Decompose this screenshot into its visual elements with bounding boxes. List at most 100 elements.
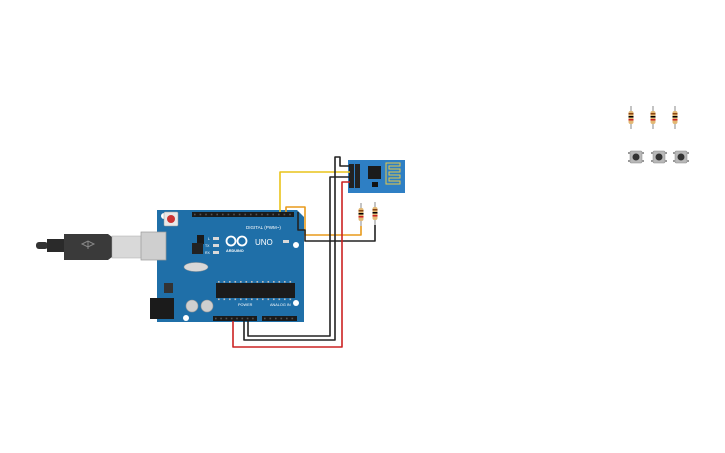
- header-pin: [215, 317, 217, 320]
- reset-button-icon: [167, 215, 175, 223]
- header-pin: [261, 213, 263, 216]
- mount-hole: [293, 242, 299, 248]
- digital-header-label: DIGITAL (PWM~): [246, 225, 281, 230]
- header-pin: [284, 298, 286, 301]
- header-pin: [264, 317, 266, 320]
- mount-hole: [293, 300, 299, 306]
- parts-bin-resistor[interactable]: [628, 106, 634, 129]
- icsp-header: [197, 235, 204, 244]
- header-pin: [210, 213, 213, 216]
- header-pin: [241, 317, 244, 320]
- header-pin: [267, 298, 270, 301]
- header-pin: [238, 213, 241, 216]
- mount-hole: [183, 315, 189, 321]
- header-pin: [267, 281, 270, 283]
- header-pin: [280, 317, 283, 320]
- header-pin: [251, 281, 253, 283]
- status-leds: L TX RX: [205, 237, 219, 255]
- header-pin: [262, 281, 264, 283]
- header-pin: [240, 281, 242, 283]
- header-pin: [230, 317, 233, 320]
- header-pin: [269, 317, 272, 320]
- header-pin: [262, 298, 264, 301]
- header-pin: [234, 298, 237, 301]
- header-pin: [250, 213, 252, 216]
- voltage-regulator: [164, 283, 173, 293]
- header-pin: [256, 281, 259, 283]
- header-pin: [251, 298, 253, 301]
- header-pin: [233, 213, 235, 216]
- arduino-logo: UNO ARDUINO: [225, 235, 273, 253]
- header-pin: [289, 298, 292, 301]
- header-pin: [286, 317, 288, 320]
- header-pin: [218, 298, 220, 301]
- led-label-l: L: [208, 237, 210, 241]
- header-pin: [246, 317, 249, 320]
- usb-cable-end: [36, 242, 48, 249]
- header-pin: [220, 317, 222, 320]
- header-pin: [236, 317, 238, 320]
- crystal: [183, 262, 209, 272]
- wire-red[interactable]: [232, 181, 350, 348]
- header-pin: [240, 298, 242, 301]
- analog-header[interactable]: [262, 316, 297, 321]
- header-pin: [283, 213, 286, 216]
- header-pin: [278, 213, 280, 216]
- header-pin: [289, 213, 291, 216]
- led-label-rx: RX: [205, 251, 211, 255]
- header-pin: [252, 317, 254, 320]
- header-pin: [223, 281, 226, 283]
- module-resistor-1[interactable]: [358, 203, 364, 226]
- header-pin: [194, 213, 196, 216]
- header-pin: [266, 213, 269, 216]
- header-pin: [223, 298, 226, 301]
- wire-black-1[interactable]: [297, 212, 376, 242]
- wire-black-2[interactable]: [243, 156, 350, 341]
- header-pin: [255, 213, 258, 216]
- wire-yellow[interactable]: [279, 171, 350, 212]
- header-pin: [229, 281, 231, 283]
- header-pin: [245, 281, 248, 283]
- usb-cable[interactable]: [36, 234, 143, 260]
- header-pin: [199, 213, 202, 216]
- header-pin: [289, 281, 292, 283]
- parts-bin-resistor[interactable]: [672, 106, 678, 129]
- header-pin: [275, 317, 277, 320]
- board-brand-label: ARDUINO: [226, 249, 244, 253]
- led-label-tx: TX: [205, 244, 210, 248]
- header-pin: [278, 298, 281, 301]
- parts-bin[interactable]: [628, 106, 689, 164]
- header-pin: [272, 213, 274, 216]
- header-pin: [284, 281, 286, 283]
- parts-bin-pushbutton[interactable]: [673, 150, 689, 164]
- module-resistor-2[interactable]: [372, 202, 378, 225]
- power-header[interactable]: [213, 316, 257, 321]
- analog-header-label: ANALOG IN: [270, 303, 291, 307]
- antenna-icon: [385, 162, 401, 185]
- arduino-uno-board[interactable]: DIGITAL (PWM~) L TX RX UNO ARDUINO: [140, 210, 304, 322]
- bottom-pin-row: [215, 317, 294, 320]
- esp01-module[interactable]: [348, 160, 405, 193]
- wire-black-3[interactable]: [247, 176, 350, 337]
- header-pin: [205, 213, 207, 216]
- power-header-label: POWER: [238, 303, 253, 307]
- header-pin: [229, 298, 231, 301]
- wire-orange[interactable]: [285, 206, 362, 236]
- usb-symbol-icon: [80, 240, 96, 249]
- digital-header[interactable]: [192, 212, 294, 217]
- usb-chip: [192, 243, 203, 254]
- module-pin-header[interactable]: [349, 164, 360, 188]
- usb-port: [140, 231, 167, 261]
- header-pin: [218, 281, 220, 283]
- module-chip: [368, 166, 381, 179]
- usb-connector-metal: [111, 235, 143, 259]
- header-pin: [234, 281, 237, 283]
- parts-bin-resistor[interactable]: [650, 106, 656, 129]
- wires[interactable]: [232, 156, 376, 348]
- parts-bin-pushbutton[interactable]: [628, 150, 644, 164]
- capacitor: [185, 299, 199, 313]
- header-pin: [222, 213, 224, 216]
- parts-bin-pushbutton[interactable]: [651, 150, 667, 164]
- header-pin: [278, 281, 281, 283]
